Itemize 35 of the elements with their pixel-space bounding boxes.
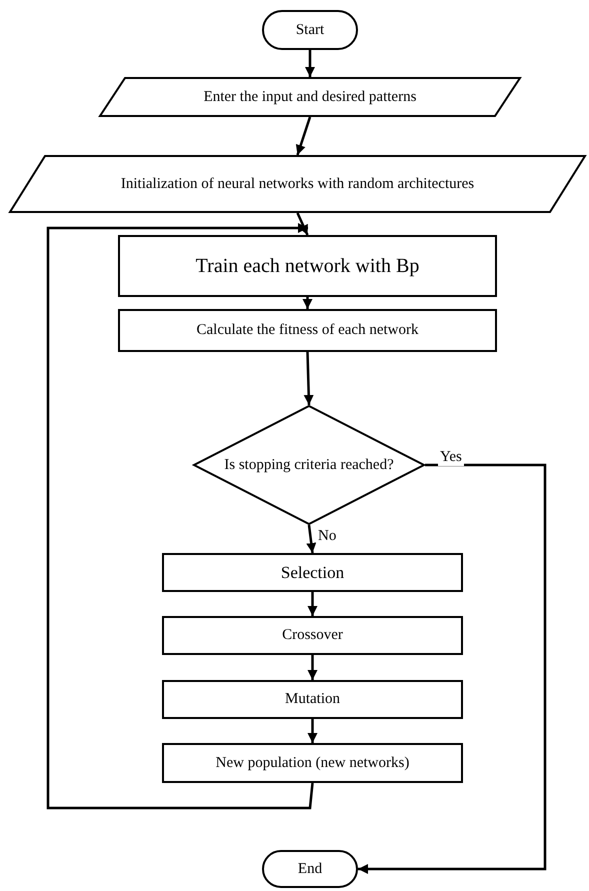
node-text: Calculate the fitness of each network [196, 321, 418, 340]
process-box [162, 616, 463, 655]
terminal-box [262, 850, 358, 888]
node-text: Train each network with Bp [196, 254, 420, 278]
decision-diamond [193, 405, 425, 525]
arrow [305, 50, 315, 77]
input-parallelogram [100, 77, 520, 117]
edge-label: Yes [438, 449, 464, 466]
input-parallelogram [10, 155, 585, 213]
edge-label: No [316, 528, 338, 544]
arrow [302, 297, 312, 309]
arrow [308, 719, 318, 743]
node-text: Initialization of neural networks with random architectures [120, 174, 474, 194]
node-text: Mutation [285, 690, 340, 709]
process-box [162, 743, 463, 783]
arrow [46, 223, 314, 810]
node-text: Is stopping criteria reached? [224, 456, 394, 474]
arrow [308, 655, 318, 680]
node-text: Enter the input and desired patterns [204, 88, 416, 106]
arrow [358, 464, 546, 874]
arrow [296, 212, 309, 236]
arrow [296, 116, 312, 156]
terminal-box [262, 10, 358, 50]
arrow [304, 352, 314, 406]
arrow [308, 592, 318, 616]
node-text: Start [296, 20, 324, 40]
node-text: Selection [280, 562, 344, 584]
node-text: New population (new networks) [216, 754, 410, 772]
process-box [162, 553, 463, 592]
node-text: End [298, 860, 322, 878]
process-box [118, 235, 497, 297]
node-text: Crossover [282, 626, 343, 645]
process-box [162, 680, 463, 719]
arrow [306, 524, 316, 554]
process-box [118, 309, 497, 352]
